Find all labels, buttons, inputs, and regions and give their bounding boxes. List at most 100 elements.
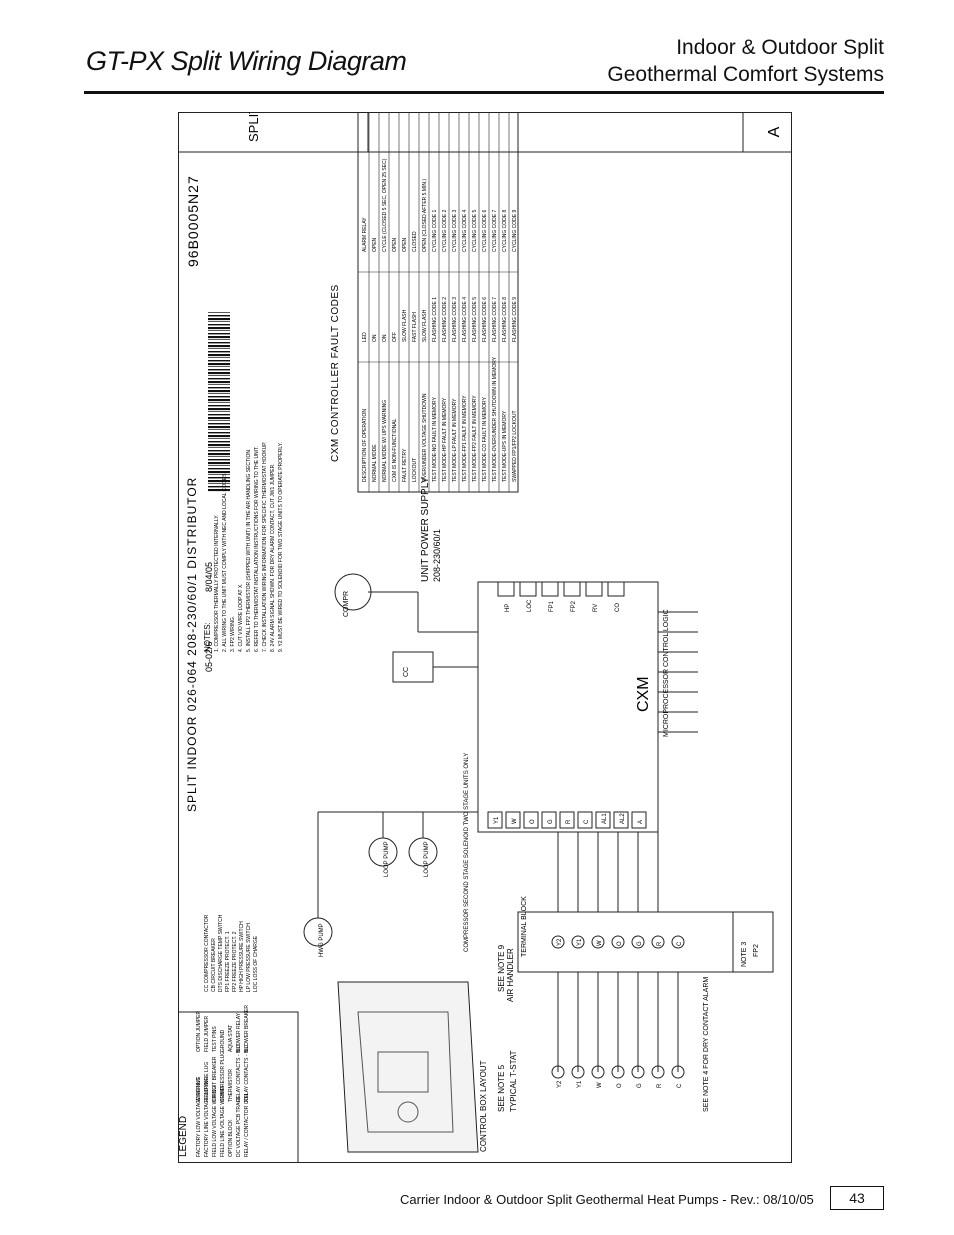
barcode-bar	[208, 447, 230, 448]
legend-symbol: WIRE NUT	[196, 1077, 202, 1102]
barcode-bar	[208, 471, 230, 474]
barcode-bar	[208, 489, 230, 492]
barcode-bar	[208, 474, 230, 475]
barcode-bar	[208, 321, 230, 322]
p1-terminal	[563, 581, 581, 597]
p1-terminal-label: HP	[505, 604, 511, 612]
loop-pump-1	[408, 837, 438, 867]
fault-row-cell: FLASHING CODE 5	[472, 297, 478, 342]
fault-row-cell: FLASHING CODE 2	[442, 297, 448, 342]
barcode-bar	[208, 408, 230, 411]
fault-row-cell: OPEN (CLOSED AFTER 5 MIN.)	[422, 179, 428, 252]
header-divider	[84, 91, 884, 94]
abbreviation-item: LOC LOSS OF CHARGE	[253, 935, 259, 992]
title-vertical: SPLIT INDOOR 026-064 208-230/60/1 DISTRI…	[185, 477, 199, 812]
fault-row-cell: TEST MODE-NO FAULT IN MEMORY	[432, 396, 438, 482]
cxm-terminal	[559, 811, 575, 829]
barcode-bar	[208, 390, 230, 393]
legend-symbol: RELAY CONTACTS - N.C.	[244, 1043, 250, 1102]
fault-table-header: DESCRIPTION OF OPERATION	[362, 409, 368, 482]
see-note-9: SEE NOTE 9	[497, 944, 506, 992]
ah-terminal-label: O	[617, 941, 623, 946]
hwg-pump	[303, 917, 333, 947]
barcode-bar	[208, 336, 230, 339]
ah-terminal	[671, 935, 685, 949]
p1-terminal	[585, 581, 603, 597]
cxm-terminal-label: C	[584, 819, 590, 824]
compressor-symbol	[334, 573, 372, 611]
fault-row-cell: TEST MODE-FP2 FAULT IN MEMORY	[472, 395, 478, 482]
cxm-terminal-label: O	[530, 819, 536, 824]
barcode-bar	[208, 465, 230, 466]
air-handler-box	[517, 911, 734, 973]
footer-text: Carrier Indoor & Outdoor Split Geotherma…	[400, 1192, 814, 1207]
legend-item: FIELD LINE VOLTAGE WIRING	[220, 1086, 226, 1157]
page-title: GT-PX Split Wiring Diagram	[86, 46, 407, 76]
barcode-bar	[208, 456, 230, 457]
fault-row-cell: OPEN	[392, 237, 398, 252]
fault-row-cell: OFF	[392, 332, 398, 342]
ah-terminal	[591, 935, 605, 949]
ah-terminal	[551, 935, 565, 949]
legend-item: FIELD LOW VOLTAGE WIRING	[212, 1086, 218, 1157]
fault-code-table: CXM CONTROLLER FAULT CODES DESCRIPTION O…	[330, 112, 519, 493]
fault-row-cell: SWAPPED FP1/FP2 LOCKOUT	[512, 411, 518, 483]
fault-row-cell: ON	[382, 334, 388, 342]
barcode-bar	[208, 339, 230, 340]
note-item: 9. Y2 MUST BE WIRED TO SOLENOID FOR TWO …	[278, 442, 284, 652]
ah-terminal	[651, 935, 665, 949]
tstat-terminal-label: G	[637, 1083, 643, 1088]
loop-pump-2	[368, 837, 398, 867]
barcode-bar	[208, 333, 230, 335]
fault-table-header: ALARM RELAY	[362, 217, 368, 252]
wiring-diagram: A SPLIT INDOOR 026-064 208-230/60/1 DIST…	[178, 112, 792, 1163]
p1-terminal-label: LOC	[527, 599, 533, 612]
barcode-bar	[208, 399, 230, 402]
field-wires	[658, 611, 698, 733]
fault-row-cell: FAULT RETRY	[402, 448, 408, 482]
note-item: 7. CHECK INSTALLATION WIRING INFORMATION…	[262, 442, 268, 652]
barcode-bar	[208, 363, 230, 366]
fault-row-cell: TEST MODE-HP FAULT IN MEMORY	[442, 397, 448, 482]
barcode-bar	[208, 432, 230, 434]
legend-symbol-2: BLOWER RELAY	[236, 1012, 242, 1052]
note-item: 5. INSTALL FP2 THERMISTOR (SHIPPED WITH …	[246, 449, 252, 652]
barcode-bar	[208, 360, 230, 362]
note-3-label: NOTE 3	[741, 942, 748, 967]
abbreviation-item: CB CIRCUIT BREAKER	[211, 938, 217, 992]
abbreviation-item: HP HIGH PRESSURE SWITCH	[239, 921, 245, 992]
ah-terminal-label: G	[637, 941, 643, 946]
abbreviation-item: CC COMPRESSOR CONTACTOR	[204, 914, 210, 992]
cxm-terminal	[613, 811, 629, 829]
barcode-bar	[208, 348, 230, 349]
p1-terminal	[541, 581, 559, 597]
drawing-sheet	[178, 112, 792, 1163]
ah-terminal-label: Y1	[577, 938, 583, 946]
fault-row-cell: SLOW FLASH	[422, 309, 428, 342]
cxm-terminal-label: Y1	[494, 816, 500, 824]
barcode-bar	[208, 486, 230, 488]
cxm-terminal	[487, 811, 503, 829]
legend-symbol-2: TEST PINS	[212, 1026, 218, 1052]
cxm-terminal	[523, 811, 539, 829]
note-item: 3. FP2 WIRING.	[230, 616, 236, 652]
barcode-bar	[208, 384, 230, 385]
fault-row-cell: NORMAL MODE	[372, 444, 378, 482]
barcode-bar	[208, 405, 230, 407]
see-note-4: SEE NOTE 4 FOR DRY CONTACT ALARM	[703, 977, 710, 1112]
loop-pump-1-label: LOOP PUMP	[424, 841, 430, 877]
control-box-outline	[337, 981, 479, 1153]
notes-items: 1. COMPRESSOR THERMALLY PROTECTED INTERN…	[214, 442, 284, 652]
hwg-pump-label: HWG PUMP	[319, 923, 325, 957]
fault-row-cell: TEST MODE-LP FAULT IN MEMORY	[452, 398, 458, 482]
legend-symbol: CIRCUIT BREAKER	[212, 1056, 218, 1102]
barcode-bar	[208, 453, 230, 456]
fault-row-cell: CXM IS NON-FUNCTIONAL	[392, 418, 398, 482]
fault-row-cell: ON	[372, 334, 378, 342]
legend-symbol: THERMISTOR	[228, 1069, 234, 1102]
